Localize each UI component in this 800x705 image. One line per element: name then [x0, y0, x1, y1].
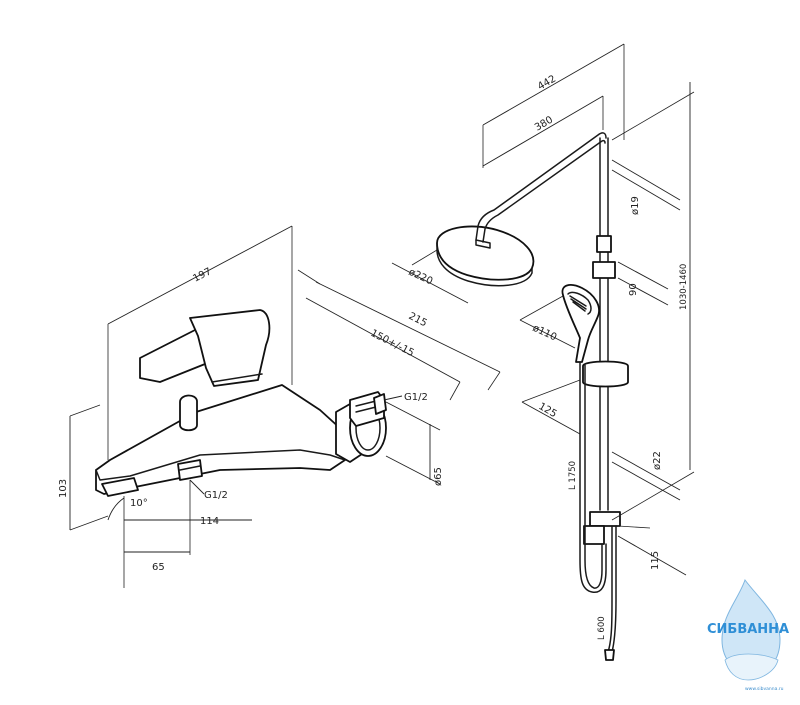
dim-dia-22: ø22: [652, 451, 663, 470]
watermark-site: www.sibvanna.ru: [745, 686, 784, 692]
dim-115: 115: [650, 551, 661, 570]
hand-shower: [561, 284, 600, 363]
dim-197: 197: [191, 266, 213, 284]
label-g12-top: G1/2: [404, 392, 428, 403]
watermark: СИБВАННА www.sibvanna.ru: [707, 578, 789, 692]
dim-angle-10: 10°: [130, 498, 148, 509]
dim-dia-19: ø19: [630, 196, 641, 215]
dim-hose-600: L 600: [597, 616, 607, 640]
dim-442: 442: [536, 74, 558, 93]
dim-150-15: 150+/-15: [369, 328, 416, 359]
wall-connector: [335, 391, 387, 463]
shower-hose: [579, 361, 607, 593]
dim-dia-220: ø220: [407, 267, 435, 288]
shower-system: [436, 132, 629, 661]
dim-103: 103: [58, 479, 69, 498]
diverter-knob: [179, 394, 198, 432]
dim-215: 215: [407, 311, 429, 329]
dim-114: 114: [200, 516, 219, 527]
shower-dimensions: 442 380 ø19 ø220 90 1030-1460 ø110 125 L…: [391, 43, 695, 640]
lower-hose: [607, 525, 613, 653]
overhead-arm: [475, 132, 607, 241]
dim-dia-110: ø110: [531, 323, 559, 344]
dim-1030-1460: 1030-1460: [679, 264, 689, 310]
dim-65: 65: [152, 562, 165, 573]
label-g12-bottom: G1/2: [204, 490, 228, 501]
dim-125: 125: [537, 401, 559, 420]
shower-column: [582, 137, 629, 545]
dim-90: 90: [628, 283, 639, 296]
rain-shower-head: [436, 225, 535, 287]
watermark-name: СИБВАННА: [707, 622, 789, 637]
dim-hose-1750: L 1750: [568, 461, 578, 490]
bath-mixer: [95, 309, 387, 497]
dim-dia-65: ø65: [433, 467, 444, 486]
